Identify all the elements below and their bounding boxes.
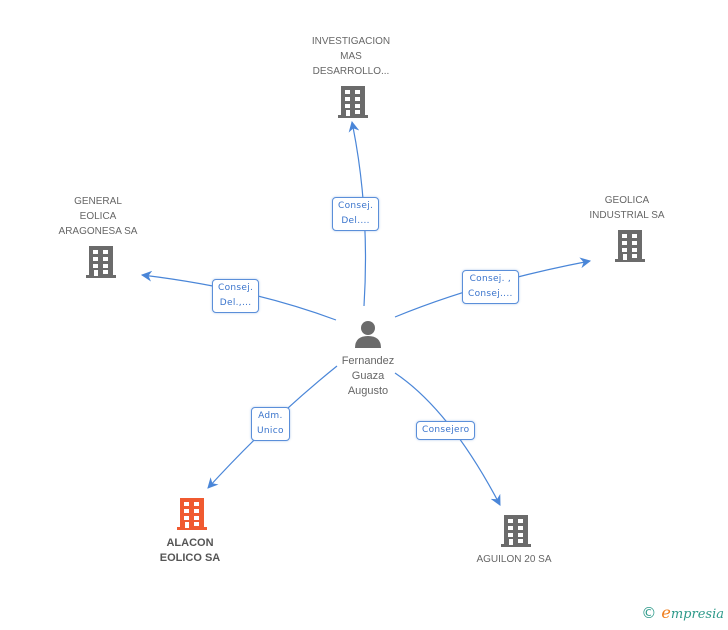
- copyright-icon: ©: [641, 603, 657, 622]
- node-label-general-eolica[interactable]: GENERAL EOLICA ARAGONESA SA: [58, 196, 138, 237]
- edge-label-aguilon: Consejero: [416, 421, 476, 440]
- building-icon-highlighted[interactable]: [177, 498, 207, 530]
- node-label-geolica[interactable]: GEOLICA INDUSTRIAL SA: [589, 195, 665, 221]
- brand-footer: © empresia: [641, 603, 724, 622]
- building-icon[interactable]: [615, 230, 645, 262]
- brand-logo[interactable]: empresia: [661, 603, 724, 622]
- node-label-aguilon[interactable]: AGUILON 20 SA: [476, 554, 552, 565]
- node-label-investigacion[interactable]: INVESTIGACION MAS DESARROLLO...: [311, 36, 391, 77]
- person-icon[interactable]: [355, 321, 381, 348]
- edge-label-general-eolica: Consej. Del.,...: [212, 279, 260, 313]
- brand-name: mpresia: [670, 607, 724, 622]
- building-icon[interactable]: [86, 246, 116, 278]
- person-label[interactable]: Fernandez Guaza Augusto: [341, 355, 395, 397]
- edge-label-geolica: Consej. , Consej....: [462, 270, 519, 304]
- edge-label-alacon: Adm. Unico: [251, 407, 290, 441]
- node-label-alacon[interactable]: ALACON EOLICO SA: [159, 537, 221, 564]
- edge-label-investigacion: Consej. Del....: [332, 197, 380, 231]
- brand-initial: e: [661, 603, 671, 622]
- building-icon[interactable]: [501, 515, 531, 547]
- building-icon[interactable]: [338, 86, 368, 118]
